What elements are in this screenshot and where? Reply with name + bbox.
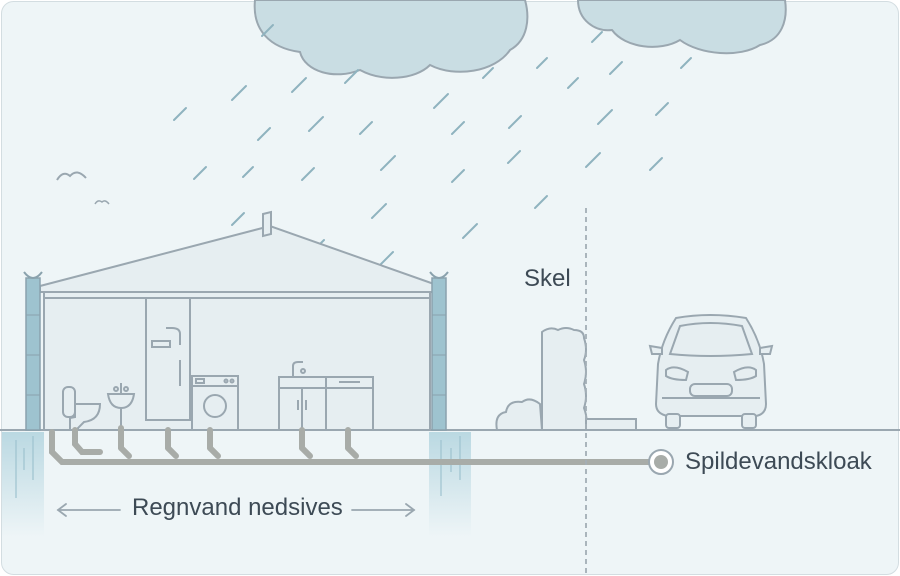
rainwater-label: Regnvand nedsives [132,494,343,521]
bird-icon [56,171,87,181]
car-icon [648,314,774,429]
cloud-icon [576,0,787,55]
shower-icon [146,327,190,421]
manhole-icon [648,449,674,475]
sewer-label: Spildevandskloak [685,448,872,475]
hedge-icon [495,327,637,431]
cloud-icon [253,0,529,79]
sink-icon [106,383,136,426]
toilet-icon [62,386,102,431]
downpipe-icon [23,271,43,431]
soakaway-zone-left [2,432,44,537]
soakaway-zone-right [429,432,471,537]
property-line-label: Skel [524,265,571,292]
rain-icon [173,24,692,265]
washing-machine-icon [191,375,239,431]
range-arrow [56,503,416,517]
bird-icon [94,200,110,205]
downpipe-icon [429,271,449,431]
sewer-pipe [49,425,653,465]
kitchen-cabinet-icon [278,361,374,431]
